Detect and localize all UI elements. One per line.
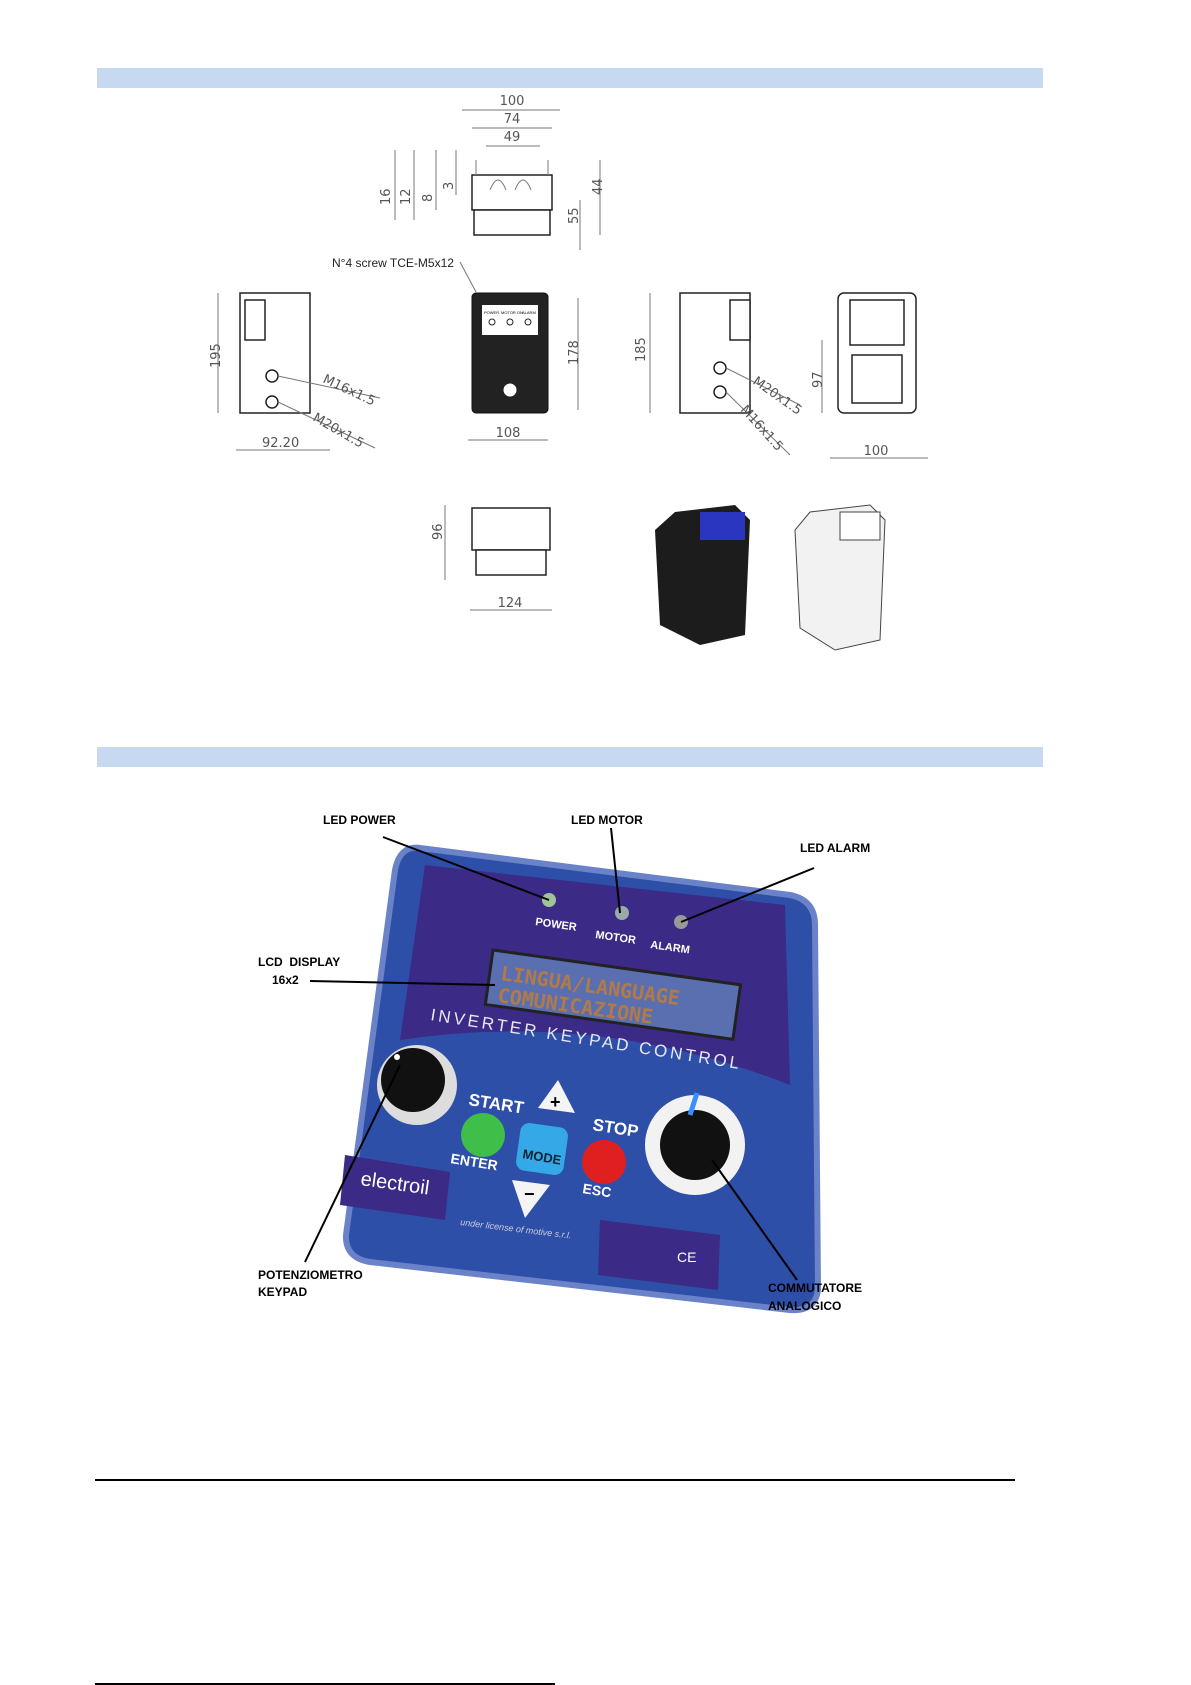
front-led-alarm: ALARM (522, 310, 536, 315)
analog-selector-knob (660, 1110, 730, 1180)
mode-label: MODE (521, 1146, 562, 1168)
dim-97: 97 (811, 371, 826, 388)
dim-185: 185 (634, 337, 649, 362)
right-side-view: 185 M20x1.5 M16x1.5 (634, 292, 805, 456)
footer-rule (95, 1479, 1015, 1481)
dim-108: 108 (496, 426, 521, 441)
dim-3: 3 (442, 182, 457, 190)
callout-lcd-display: LCD DISPLAY (258, 955, 340, 969)
callout-commutatore: COMMUTATORE (768, 1281, 862, 1295)
dim-124: 124 (498, 596, 523, 611)
gland-m16-left: M16x1.5 (320, 372, 377, 409)
front-led-power: POWER (484, 310, 499, 315)
mode-button (516, 1123, 568, 1175)
ce-mark: CE (677, 1249, 696, 1265)
callouts (304, 827, 815, 1281)
gland-m20-right: M20x1.5 (750, 374, 805, 418)
minus-label: − (524, 1184, 535, 1204)
potentiometer-knob (381, 1048, 445, 1112)
led-motor (615, 906, 629, 920)
dim-16: 16 (379, 188, 394, 205)
bottom-rule (95, 1683, 555, 1685)
dim-49: 49 (504, 130, 521, 145)
plus-label: + (550, 1092, 561, 1112)
callout-analogico: ANALOGICO (768, 1299, 841, 1313)
esc-label: ESC (582, 1180, 613, 1200)
led-label-alarm: ALARM (650, 939, 691, 956)
dim-100-back: 100 (864, 444, 889, 459)
gland-m20-left: M20x1.5 (310, 410, 366, 451)
dim-96: 96 (431, 523, 446, 540)
stop-button (582, 1140, 626, 1184)
minus-button (512, 1180, 550, 1218)
callout-led-alarm: LED ALARM (800, 841, 870, 855)
bottom-view: 96 124 (431, 505, 552, 611)
callout-led-power: LED POWER (323, 813, 396, 827)
dim-74: 74 (504, 112, 521, 127)
start-button (461, 1113, 505, 1157)
dim-44: 44 (591, 178, 606, 195)
dim-8: 8 (421, 194, 436, 202)
lcd-display (483, 948, 743, 1041)
dim-55: 55 (567, 207, 582, 224)
callout-led-motor: LED MOTOR (571, 813, 643, 827)
back-view: 97 100 (811, 292, 928, 459)
front-view: POWER MOTOR ON ALARM 178 108 (468, 292, 582, 441)
callout-lcd-size: 16x2 (272, 973, 299, 987)
dim-178: 178 (567, 340, 582, 365)
render-3d-black (655, 505, 750, 645)
front-led-motor: MOTOR ON (501, 310, 523, 315)
enter-label: ENTER (450, 1150, 499, 1173)
callout-potentiometer: POTENZIOMETRO (258, 1268, 363, 1282)
dim-100: 100 (500, 94, 525, 109)
screw-note: N°4 screw TCE-M5x12 (332, 256, 454, 270)
dim-12: 12 (399, 188, 414, 205)
dim-92-20: 92.20 (262, 436, 299, 451)
keypad-photo: LINGUA/LANGUAGE COMUNICAZIONE INVERTER K… (340, 844, 822, 1314)
left-side-view: 195 M16x1.5 M20x1.5 92.20 (209, 292, 381, 452)
section-header-bar-1 (97, 68, 1043, 88)
section-header-bar-2 (97, 747, 1043, 767)
top-view-drawing: 100 74 49 16 12 8 3 44 55 (379, 94, 606, 250)
plus-button (538, 1080, 575, 1113)
gland-m16-right: M16x1.5 (737, 403, 786, 455)
callout-potentiometer-keypad: KEYPAD (258, 1285, 307, 1299)
led-label-power: POWER (535, 916, 578, 934)
render-3d-white (794, 504, 886, 651)
led-label-motor: MOTOR (595, 929, 637, 947)
dim-195: 195 (209, 343, 224, 368)
